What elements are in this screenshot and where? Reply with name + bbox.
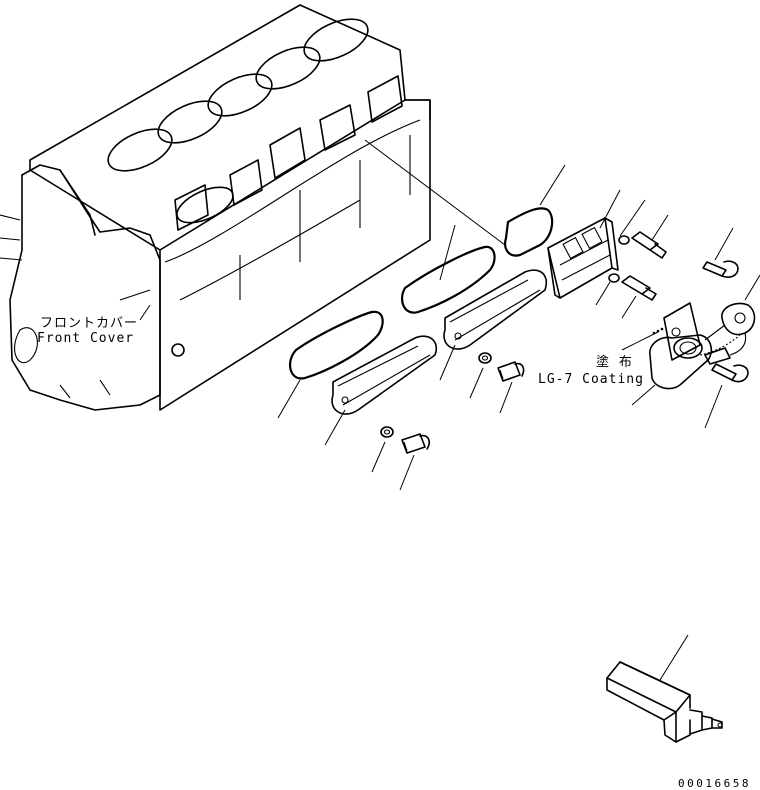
front-cover-label-jp: フロントカバー	[40, 316, 139, 331]
coating-leader	[621, 327, 664, 351]
breather-bolt-bottom	[704, 363, 749, 429]
block-to-gasket-leader	[364, 139, 506, 246]
breather-body	[631, 334, 713, 406]
breather-bracket	[663, 302, 701, 361]
engine-block	[0, 4, 431, 411]
breather-elbow	[547, 189, 621, 299]
breather-bolt-top	[702, 227, 739, 278]
washer-upper	[469, 352, 492, 399]
side-cover-upper	[439, 269, 547, 381]
elbow-bolt-top	[631, 214, 669, 259]
bolt-upper	[497, 361, 525, 414]
elbow-washer-bottom	[595, 273, 620, 306]
front-cover-label-en: Front Cover	[37, 331, 135, 346]
gasket-middle	[401, 224, 496, 314]
gasket-lower	[277, 310, 384, 419]
breather-cap	[704, 274, 760, 356]
coating-label-en: LG-7 Coating	[538, 372, 644, 387]
coating-label-jp: 塗 布	[596, 355, 633, 370]
breather-chain	[699, 334, 741, 365]
side-cover-lower	[324, 335, 437, 446]
washer-lower	[371, 426, 394, 473]
bolt-lower	[399, 433, 430, 491]
gasket-upper	[504, 164, 566, 257]
drawing-number: 00016658	[678, 777, 751, 790]
elbow-washer-top	[618, 199, 646, 245]
elbow-bolt-bottom	[621, 275, 657, 319]
detail-part	[606, 634, 723, 743]
